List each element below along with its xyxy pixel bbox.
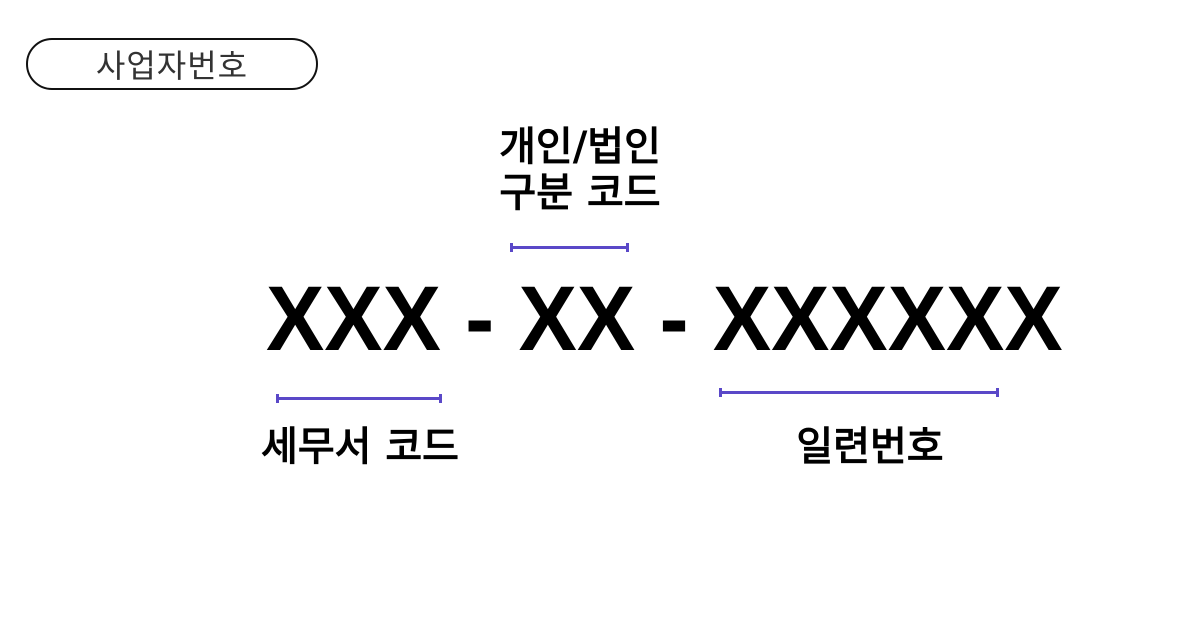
tax-office-bracket <box>276 394 442 403</box>
number-format: XXX - XX - XXXXXX <box>266 268 1063 370</box>
format-part-serial: XXXXXX <box>712 268 1063 370</box>
type-code-label-line1: 개인/법인 <box>499 124 661 170</box>
format-separator: - <box>440 268 519 370</box>
business-number-badge: 사업자번호 <box>26 38 318 90</box>
type-code-label: 개인/법인 구분 코드 <box>470 124 690 216</box>
serial-number-bracket <box>719 388 999 397</box>
format-separator: - <box>635 268 713 370</box>
serial-number-label: 일련번호 <box>796 424 944 470</box>
format-part-type: XX <box>518 268 636 370</box>
badge-label: 사업자번호 <box>95 47 249 85</box>
format-part-tax-office: XXX <box>266 268 441 370</box>
type-code-bracket <box>510 243 629 252</box>
tax-office-code-label: 세무서 코드 <box>261 424 459 470</box>
type-code-label-line2: 구분 코드 <box>499 170 661 216</box>
